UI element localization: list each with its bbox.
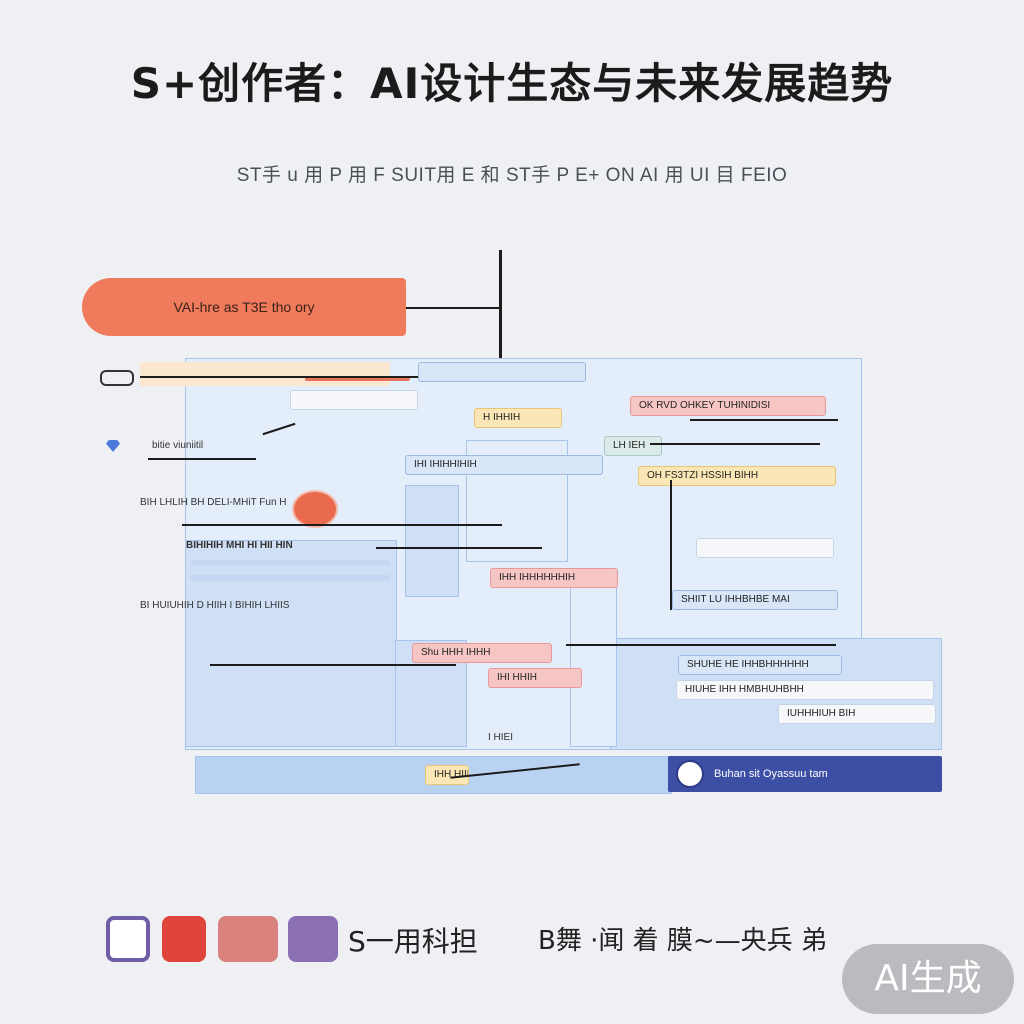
right-tag[interactable]: OK RVD OHKEY TUHINIDISI [630,396,826,416]
annotation-label: BI HUIUHIH D HIIH I BIHIH LHIIS [140,600,290,611]
right-tag[interactable]: OH FS3TZI HSSIH BIHH [638,466,836,486]
connector-line [650,443,820,445]
footer-right-text: B舞 ·闻 着 膜~—央兵 弟 [538,926,827,956]
connector-line [148,458,256,460]
footer-left-text: S一用科担 [348,925,478,958]
page-subtitle: ST手 u 用 P 用 F SUIT用 E 和 ST手 P E+ ON AI 用… [236,165,788,186]
user-icon [676,760,704,788]
center-chip[interactable]: IHI HHIH [488,668,582,688]
logo-icon [288,916,338,962]
center-chip[interactable]: Shu HHH IHHH [412,643,552,663]
logo-icon [162,916,206,962]
annotation-label: BIHIHIH MHI HI HII HIN [186,540,293,551]
annotation-label: I HIEI [488,732,514,743]
connector-line [499,250,502,420]
toolbar-tab[interactable] [290,390,418,410]
annotation-label: BIH LHLIH BH DELI-MHiT Fun H [140,497,287,508]
center-chip[interactable]: IHI IHIHHIHIH [405,455,603,475]
right-tag[interactable]: LH IEH [604,436,662,456]
center-chip[interactable]: H IHHIH [474,408,562,428]
connector-line [566,644,836,646]
annotation-label: bitie viuniitil [152,440,204,451]
orange-callout: VAI-hre as T3E tho ory [82,278,406,336]
status-bar[interactable]: Buhan sit Oyassuu tam [668,756,942,792]
mid-right-panel [570,585,617,747]
logo-icon [106,916,150,962]
connector-line [670,480,672,610]
center-chip[interactable]: IHH IHHHHHHIH [490,568,618,588]
center-box [405,485,459,597]
connector-line [376,547,542,549]
connector-line [182,524,502,526]
logo-icon [218,916,278,962]
right-tag[interactable]: HIUHE IHH HMBHUHBHH [676,680,934,700]
toolbar-stripe-red [305,376,410,381]
right-tag[interactable] [696,538,834,558]
connector-line [690,419,838,421]
right-tag[interactable]: SHUHE HE IHHBHHHHHH [678,655,842,675]
page-title: S+创作者：AI设计生态与未来发展趋势 [130,59,894,108]
left-panel [185,540,397,747]
right-tag[interactable]: IUHHHIUH BIH [778,704,936,724]
toolbar-stripe [140,362,390,386]
connector-line [140,376,440,378]
toolbar-tab[interactable] [418,362,586,382]
toggle-icon[interactable] [100,370,134,386]
connector-line [210,664,456,666]
connector-line [406,307,501,309]
right-tag[interactable]: SHIIT LU IHHBHBE MAI [672,590,838,610]
list-row [190,560,390,566]
status-text: Buhan sit Oyassuu tam [714,768,828,780]
ai-generated-badge: AI生成 [842,944,1014,1014]
diamond-icon [106,440,120,452]
record-button[interactable] [292,490,338,528]
list-row [190,575,390,581]
